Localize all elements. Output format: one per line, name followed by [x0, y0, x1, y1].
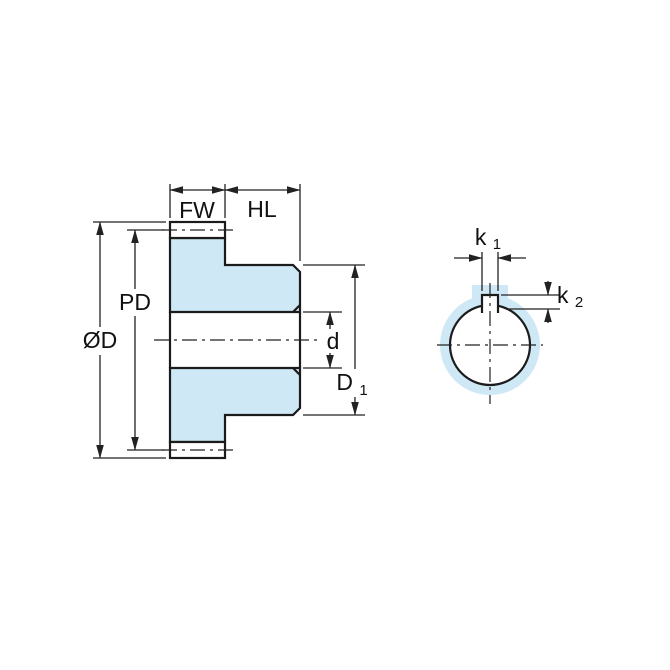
- label-d1-subscript: 1: [359, 382, 367, 399]
- gear-side-view: [154, 220, 348, 460]
- label-pd: PD: [119, 289, 151, 315]
- gear-body-lower: [168, 366, 302, 444]
- label-k1-subscript: 1: [493, 236, 501, 253]
- label-d1-mask: [335, 369, 375, 397]
- label-od-mask: [77, 327, 123, 355]
- label-k1: k 1: [475, 224, 501, 253]
- label-d: d: [327, 328, 340, 354]
- label-pd-mask: [114, 289, 156, 316]
- label-d-mask: [321, 329, 345, 353]
- bore-chamfer-top: [292, 304, 301, 313]
- bore-chamfer-bottom: [292, 367, 301, 376]
- label-k2: k 2: [557, 282, 583, 311]
- end-view-dimensions: k 1 k 2: [454, 224, 583, 323]
- label-od: ØD: [83, 327, 118, 353]
- label-k2-subscript: 2: [575, 294, 583, 311]
- label-d1-base: D: [336, 369, 353, 395]
- label-k2-base: k: [557, 282, 569, 308]
- label-hl: HL: [247, 196, 277, 222]
- label-d1: D 1: [336, 369, 367, 399]
- bore-end-view: [437, 283, 543, 404]
- gear-body-upper: [168, 236, 302, 314]
- label-fw: FW: [179, 197, 215, 223]
- label-k1-base: k: [475, 224, 487, 250]
- side-view-dimensions: FW HL ØD PD d D 1: [77, 184, 375, 459]
